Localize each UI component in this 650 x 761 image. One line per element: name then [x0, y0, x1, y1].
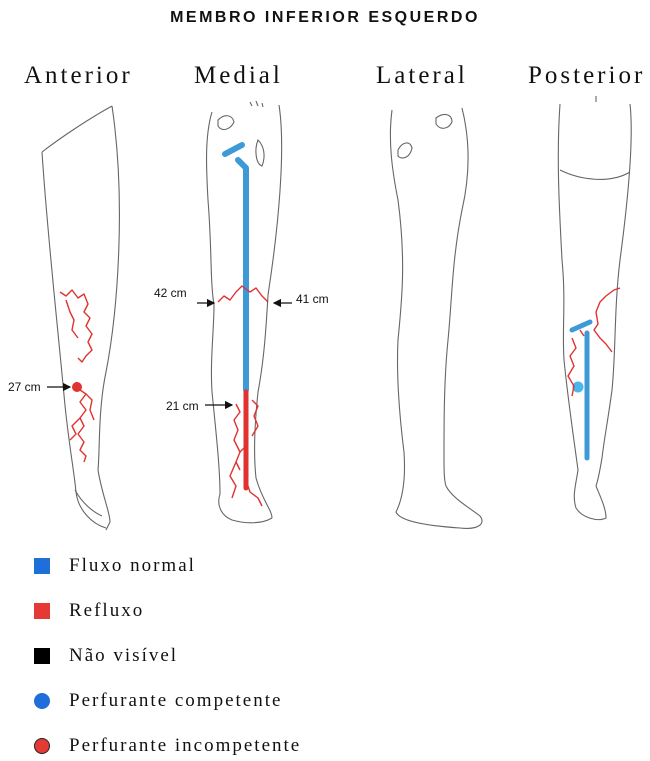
measurement-label-41cm: 41 cm [296, 292, 329, 306]
legend-square-icon-normal-flow [34, 558, 50, 574]
measurement-label-42cm: 42 cm [154, 286, 187, 300]
legend-label: Não visível [69, 645, 178, 667]
legend-circle-icon-competent [34, 693, 50, 709]
posterior-normal-flow-junction [572, 322, 590, 330]
legend-square-icon-reflux [34, 603, 50, 619]
legend-circle-icon-incompetent [34, 738, 50, 754]
legend-label: Perfurante incompetente [69, 735, 301, 757]
leg-lateral-outline [390, 108, 482, 528]
legend-item-normal-flow: Fluxo normal [34, 551, 196, 581]
legend-square-icon-not-visible [34, 648, 50, 664]
medial-normal-flow-junction [225, 145, 242, 154]
anterior-reflux-veins [60, 290, 94, 462]
legend-label: Perfurante competente [69, 690, 282, 712]
legend-item-reflux: Refluxo [34, 596, 144, 626]
medial-normal-flow-vein [238, 160, 246, 390]
anterior-incompetent-perforator [72, 382, 82, 392]
leg-posterior-outline [558, 96, 631, 520]
measurement-label-27cm: 27 cm [8, 380, 41, 394]
legend-label: Refluxo [69, 600, 144, 622]
measurement-label-21cm: 21 cm [166, 399, 199, 413]
legend-item-not-visible: Não visível [34, 641, 178, 671]
posterior-reflux-veins [568, 288, 620, 396]
leg-anterior-outline [42, 106, 119, 530]
legend-item-competent-perforator: Perfurante competente [34, 686, 282, 716]
legend-label: Fluxo normal [69, 555, 196, 577]
